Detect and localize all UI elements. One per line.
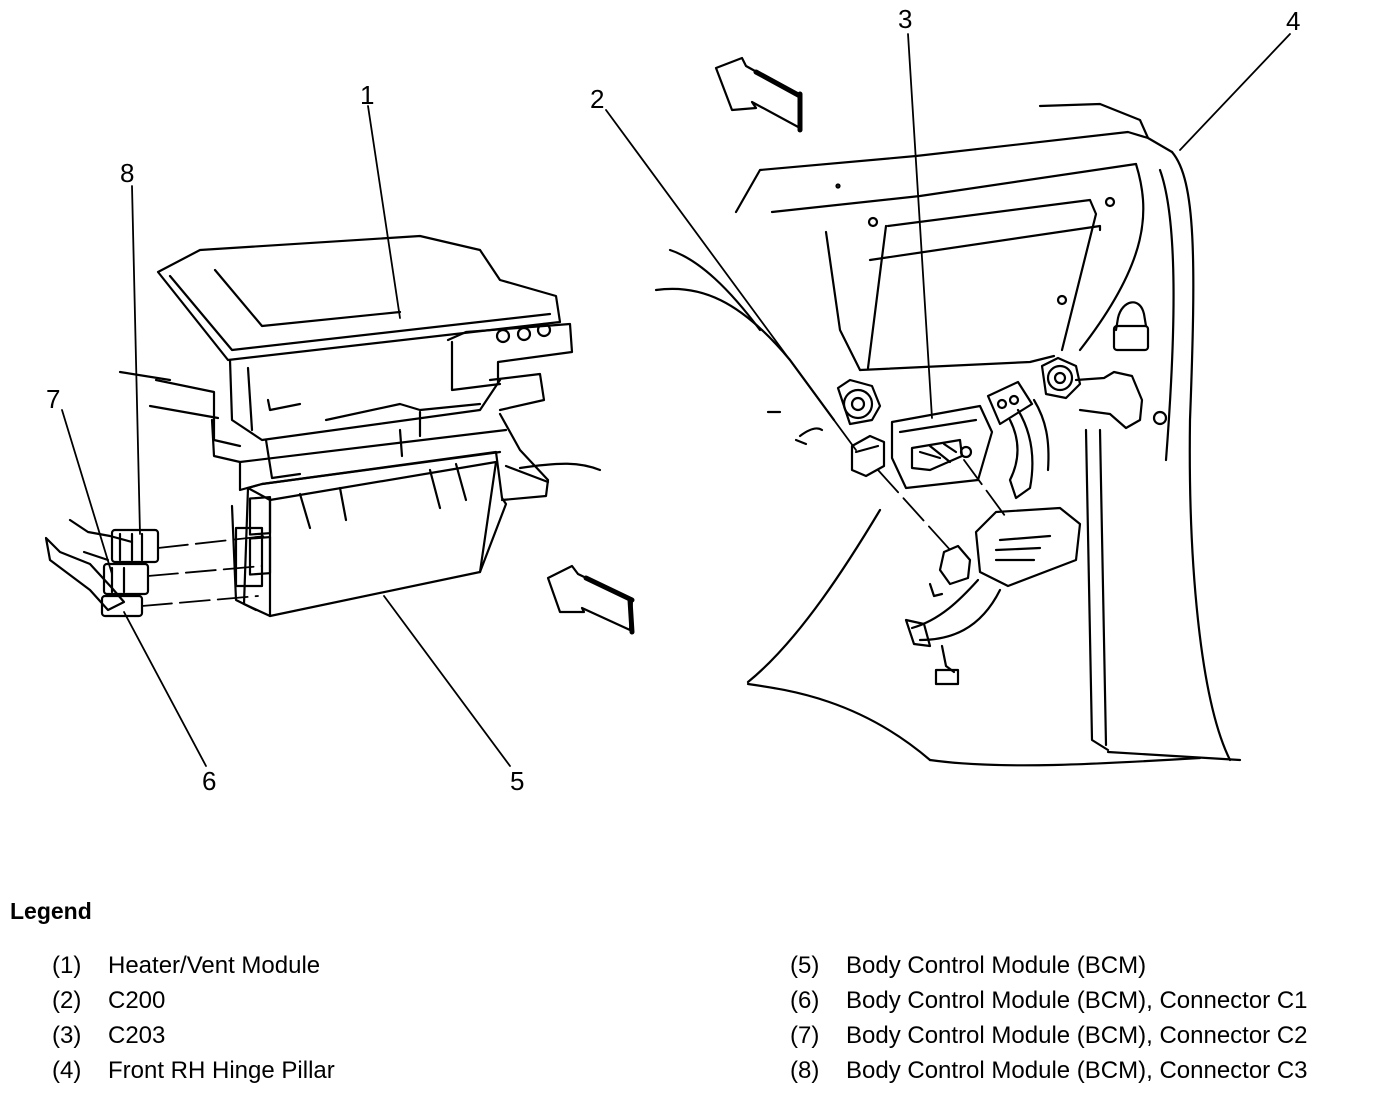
callout-6: 6 <box>202 766 216 796</box>
mounting-bracket <box>238 322 602 502</box>
connector-alignment-lines <box>141 535 267 607</box>
instrument-panel-frame <box>734 102 1174 372</box>
harness-mating-connector <box>904 506 1082 686</box>
callout-3: 3 <box>898 4 912 34</box>
c203-connector <box>890 404 994 490</box>
callout-5: 5 <box>510 766 524 796</box>
component-locator-diagram: 1 2 3 4 5 6 7 8 <box>44 4 1300 796</box>
legend-item: (7) Body Control Module (BCM), Connector … <box>790 1022 1308 1057</box>
leader-4 <box>1179 33 1291 151</box>
forward-direction-arrow-upper <box>714 56 803 133</box>
harness-alignment-lines <box>877 459 1009 553</box>
legend-item: (3) C203 <box>52 1022 335 1057</box>
cowl-trim <box>654 248 932 762</box>
legend: Legend (1) Heater/Vent Module (2) C200 (3)… <box>0 880 1392 1096</box>
leader-8 <box>131 185 141 535</box>
legend-item-number: (6) <box>790 987 820 1014</box>
legend-item-label: Body Control Module (BCM), Connector C1 <box>846 987 1308 1014</box>
legend-item: (8) Body Control Module (BCM), Connector … <box>790 1057 1308 1092</box>
leader-1 <box>367 105 401 319</box>
legend-item-label: Front RH Hinge Pillar <box>108 1057 335 1084</box>
callout-leaders <box>61 33 1291 767</box>
legend-item: (5) Body Control Module (BCM) <box>790 952 1308 987</box>
leader-2 <box>605 109 857 451</box>
leader-6 <box>123 611 207 767</box>
leader-7 <box>61 409 113 575</box>
forward-direction-arrow-lower <box>546 564 635 635</box>
bcm-mounting-hardware <box>836 356 1168 500</box>
legend-item-label: C200 <box>108 987 166 1014</box>
legend-item-number: (7) <box>790 1022 820 1049</box>
callout-8: 8 <box>120 158 134 188</box>
legend-item-number: (5) <box>790 952 820 979</box>
legend-item-label: C203 <box>108 1022 166 1049</box>
legend-item-number: (4) <box>52 1057 82 1084</box>
legend-item-number: (1) <box>52 952 82 979</box>
bcm-connectors <box>44 518 160 618</box>
bcm-module <box>230 450 508 618</box>
callout-2: 2 <box>590 84 604 114</box>
callout-1: 1 <box>360 80 374 110</box>
legend-column-left: (1) Heater/Vent Module (2) C200 (3) C203 (4… <box>52 952 335 1092</box>
legend-item-number: (8) <box>790 1057 820 1084</box>
heater-vent-module <box>118 234 562 464</box>
legend-item-label: Body Control Module (BCM), Connector C2 <box>846 1022 1308 1049</box>
pillar-clip <box>1112 301 1150 352</box>
callout-7: 7 <box>46 384 60 414</box>
leader-5 <box>383 595 511 767</box>
legend-item: (2) C200 <box>52 987 335 1022</box>
legend-item-label: Body Control Module (BCM), Connector C3 <box>846 1057 1308 1084</box>
callout-4: 4 <box>1286 6 1300 36</box>
legend-item: (4) Front RH Hinge Pillar <box>52 1057 335 1092</box>
legend-item: (6) Body Control Module (BCM), Connector … <box>790 987 1308 1022</box>
front-rh-hinge-pillar <box>928 150 1242 767</box>
c200-connector <box>850 434 886 478</box>
leader-3 <box>907 33 933 419</box>
legend-item-label: Body Control Module (BCM) <box>846 952 1147 979</box>
legend-column-right: (5) Body Control Module (BCM) (6) Body Con… <box>790 952 1308 1092</box>
legend-item-label: Heater/Vent Module <box>108 952 321 979</box>
legend-item-number: (3) <box>52 1022 82 1049</box>
legend-item: (1) Heater/Vent Module <box>52 952 335 987</box>
legend-item-number: (2) <box>52 987 82 1014</box>
legend-title: Legend <box>10 898 92 924</box>
